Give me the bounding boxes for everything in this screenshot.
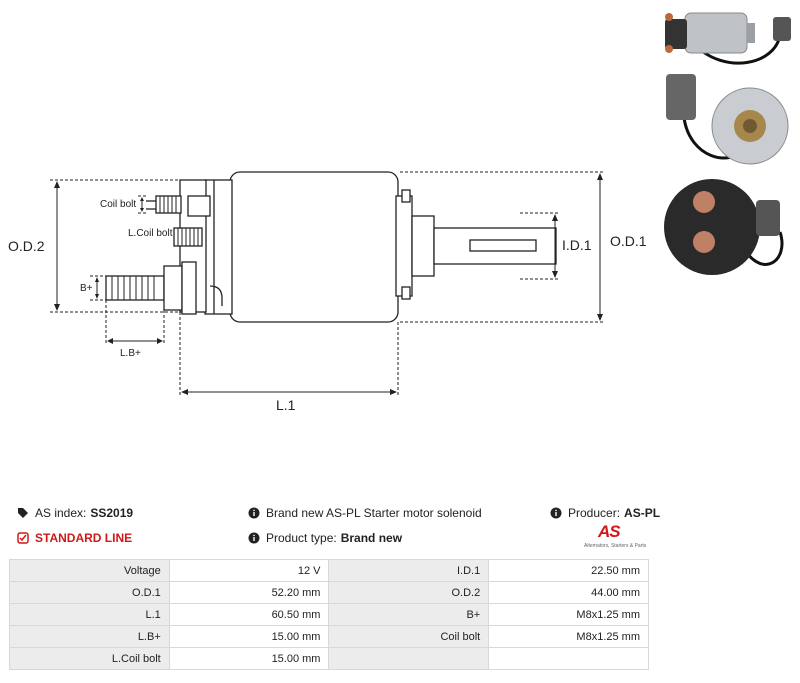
table-row: L.Coil bolt 15.00 mm bbox=[9, 647, 649, 670]
producer-label: Producer: bbox=[568, 506, 621, 520]
spec-value: 12 V bbox=[168, 559, 330, 582]
spec-value: 22.50 mm bbox=[488, 559, 649, 582]
spec-label: Voltage bbox=[9, 559, 170, 582]
spec-label bbox=[328, 647, 490, 670]
spec-table: Voltage 12 V I.D.1 22.50 mm O.D.1 52.20 … bbox=[9, 559, 649, 670]
technical-drawing: O.D.2 O.D.1 I.D.1 L.1 L.B+ B+ Coil bolt … bbox=[8, 171, 647, 413]
standard-line-label: STANDARD LINE bbox=[35, 531, 133, 545]
b-plus-bolt bbox=[105, 275, 165, 301]
as-index-label: AS index: bbox=[35, 506, 87, 520]
solenoid-body bbox=[229, 171, 399, 323]
spec-label: O.D.2 bbox=[328, 581, 490, 604]
table-row: Voltage 12 V I.D.1 22.50 mm bbox=[9, 559, 649, 582]
spec-label: L.Coil bolt bbox=[9, 647, 170, 670]
spec-label: O.D.1 bbox=[9, 581, 170, 604]
b-plus-label: B+ bbox=[80, 283, 93, 294]
coil-bolt-label: Coil bolt bbox=[100, 199, 136, 210]
id1-label: I.D.1 bbox=[562, 237, 592, 253]
spec-label: I.D.1 bbox=[328, 559, 490, 582]
producer: Producer: AS-PL bbox=[550, 506, 660, 520]
od1-label: O.D.1 bbox=[610, 233, 647, 249]
info-icon bbox=[550, 507, 562, 519]
table-row: O.D.1 52.20 mm O.D.2 44.00 mm bbox=[9, 581, 649, 604]
spec-label: L.1 bbox=[9, 603, 170, 626]
table-row: L.B+ 15.00 mm Coil bolt M8x1.25 mm bbox=[9, 625, 649, 648]
spec-value: 44.00 mm bbox=[488, 581, 649, 604]
as-index-value: SS2019 bbox=[90, 506, 134, 520]
table-row: L.1 60.50 mm B+ M8x1.25 mm bbox=[9, 603, 649, 626]
product-photo-front bbox=[664, 179, 784, 275]
check-square-icon bbox=[17, 532, 29, 544]
as-index: AS index: SS2019 bbox=[17, 506, 133, 520]
lb-plus-label: L.B+ bbox=[120, 348, 141, 359]
l1-label: L.1 bbox=[276, 397, 296, 413]
product-photo-rear bbox=[666, 74, 789, 165]
spec-value: M8x1.25 mm bbox=[488, 603, 649, 626]
product-type-value: Brand new bbox=[340, 531, 403, 545]
spec-value bbox=[488, 647, 649, 670]
spec-label: B+ bbox=[328, 603, 490, 626]
product-type: Product type: Brand new bbox=[248, 531, 402, 545]
info-icon bbox=[248, 507, 260, 519]
spec-value: 15.00 mm bbox=[168, 625, 330, 648]
tags-icon bbox=[17, 507, 29, 519]
product-type-label: Product type: bbox=[266, 531, 337, 545]
spec-value: 60.50 mm bbox=[168, 603, 330, 626]
l-coil-bolt-label: L.Coil bolt bbox=[128, 228, 173, 239]
spec-value: 52.20 mm bbox=[168, 581, 330, 604]
spec-value: 15.00 mm bbox=[168, 647, 330, 670]
info-icon bbox=[248, 532, 260, 544]
product-photo-side bbox=[665, 12, 791, 65]
logo-tagline: Alternators, Starters & Parts bbox=[584, 543, 647, 549]
producer-value: AS-PL bbox=[624, 506, 661, 520]
as-pl-logo: AS Alternators, Starters & Parts bbox=[580, 522, 652, 552]
standard-line: STANDARD LINE bbox=[17, 531, 132, 545]
spec-label: L.B+ bbox=[9, 625, 170, 648]
spec-value: M8x1.25 mm bbox=[488, 625, 649, 648]
description: Brand new AS-PL Starter motor solenoid bbox=[248, 506, 482, 520]
spec-label: Coil bolt bbox=[328, 625, 490, 648]
logo-mark: AS bbox=[598, 522, 621, 541]
description-text: Brand new AS-PL Starter motor solenoid bbox=[266, 506, 482, 520]
od2-label: O.D.2 bbox=[8, 238, 45, 254]
